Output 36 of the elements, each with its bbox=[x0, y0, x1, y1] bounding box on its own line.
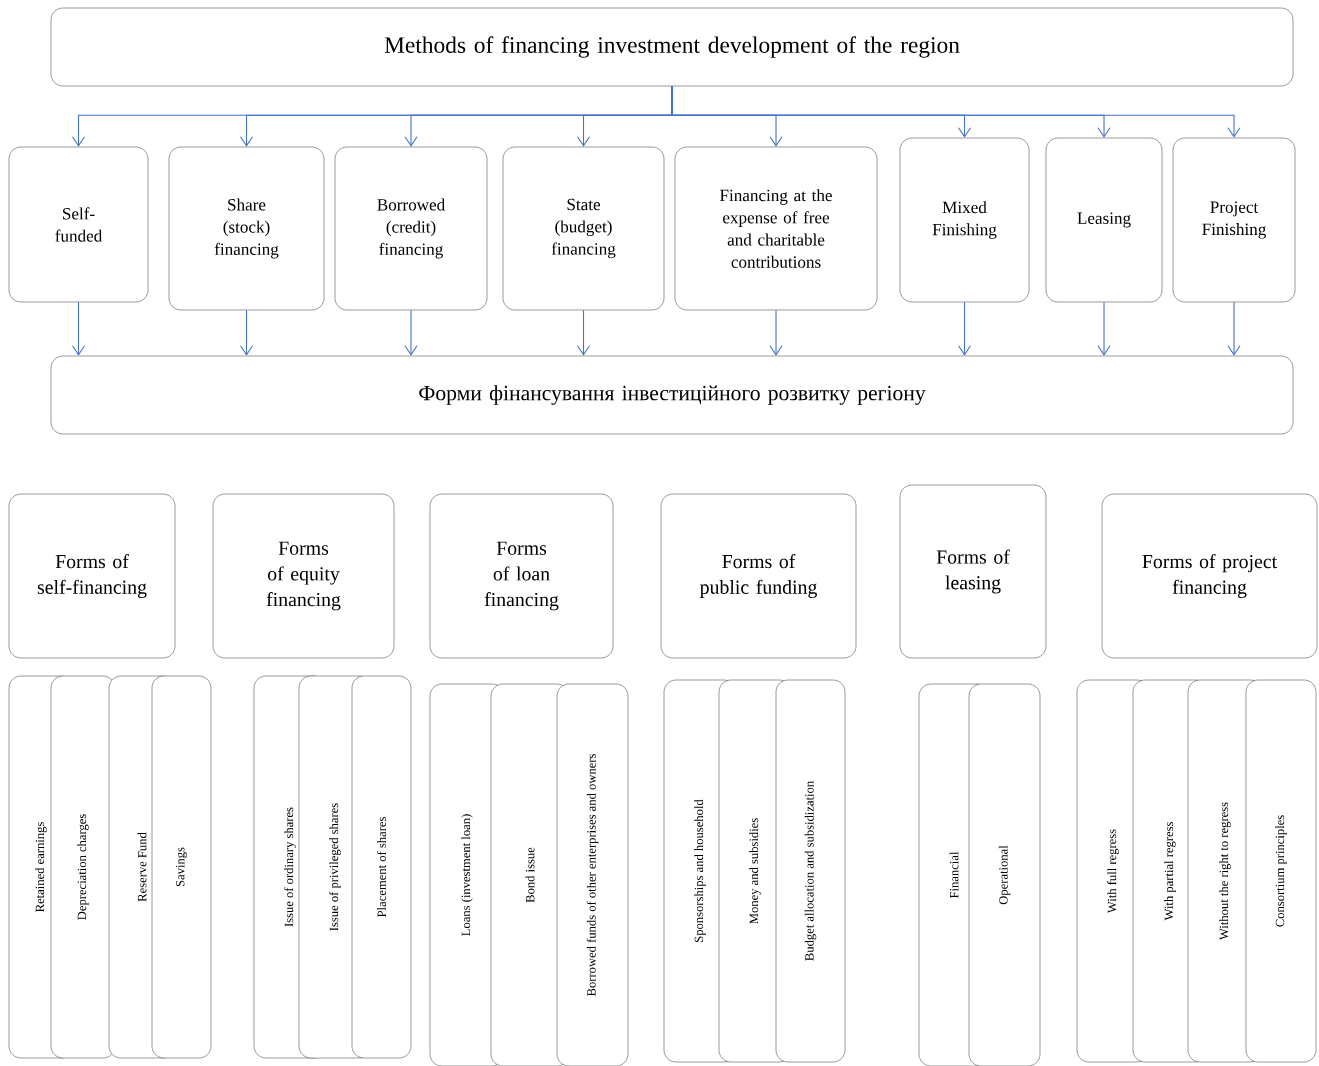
node-label: Without the right to regress bbox=[1219, 802, 1231, 941]
arrow bbox=[769, 309, 783, 356]
arrow bbox=[239, 309, 254, 356]
form-box: Forms of self-financing bbox=[8, 493, 176, 659]
method-box: Share (stock) financing bbox=[168, 146, 325, 311]
item-box: Depreciation charges bbox=[50, 675, 116, 1059]
item-box: Consortium principles bbox=[1245, 679, 1317, 1063]
method-box: State (budget) financing bbox=[502, 146, 665, 311]
arrow bbox=[576, 309, 591, 356]
form-box: Forms of loan financing bbox=[429, 493, 614, 659]
node-label: Bond issue bbox=[525, 847, 535, 903]
node-label: Money and subsidies bbox=[749, 818, 761, 924]
title-box: Methods of financing investment development of the region bbox=[50, 7, 1294, 87]
method-box: Project Finishing bbox=[1172, 137, 1296, 303]
item-box: Borrowed funds of other enterprises and owners bbox=[556, 683, 629, 1066]
arrow bbox=[1227, 301, 1241, 356]
method-box: Financing at the expense of free and charitable contributions bbox=[674, 146, 878, 311]
arrow bbox=[71, 301, 86, 356]
method-box: Self-funded bbox=[8, 146, 149, 303]
arrow bbox=[404, 309, 418, 356]
item-box: Budget allocation and subsidization bbox=[775, 679, 846, 1063]
forms-heading-box: Форми фінансування інвестиційного розвитку регіону bbox=[50, 355, 1294, 435]
arrow bbox=[1097, 301, 1111, 356]
node-label: With partial regress bbox=[1164, 822, 1176, 921]
form-box: Forms of project financing bbox=[1101, 493, 1318, 659]
method-box: Borrowed (credit) financing bbox=[334, 146, 488, 311]
item-box: Placement of shares bbox=[351, 675, 412, 1059]
arrow bbox=[957, 301, 972, 356]
method-box: Mixed Finishing bbox=[899, 137, 1030, 303]
form-box: Forms of leasing bbox=[899, 484, 1047, 659]
form-box: Forms of equity financing bbox=[212, 493, 395, 659]
item-box: Savings bbox=[151, 675, 212, 1059]
item-box: Operational bbox=[968, 683, 1041, 1066]
arrow bbox=[671, 85, 1241, 138]
form-box: Forms of public funding bbox=[660, 493, 857, 659]
method-box: Leasing bbox=[1045, 137, 1163, 303]
